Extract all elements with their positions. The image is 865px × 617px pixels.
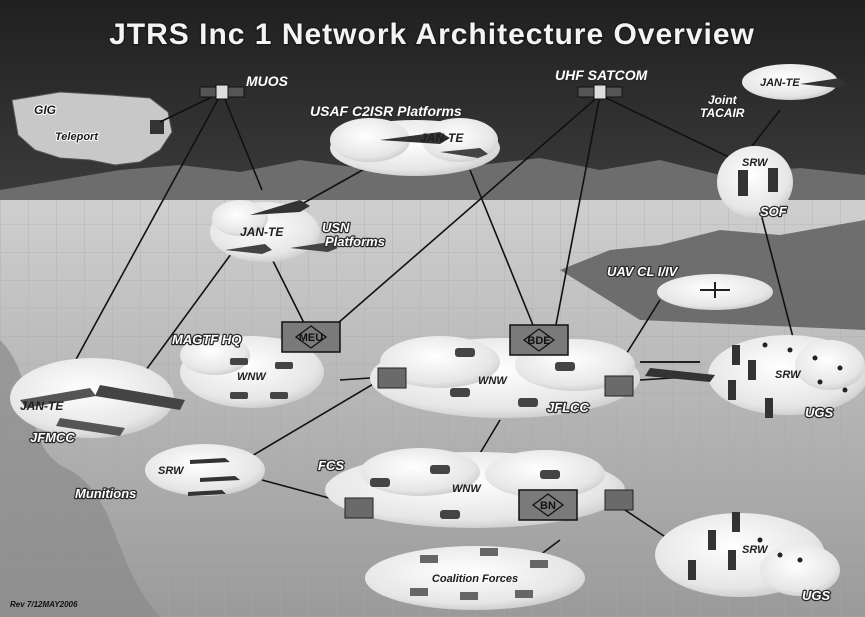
joint-tacair-label-line1: Joint	[708, 93, 738, 107]
munitions-srw-label: SRW	[158, 465, 185, 477]
ugs-upper-label: UGS	[805, 405, 834, 420]
munition-icons	[188, 458, 240, 496]
jfmcc-label: JFMCC	[30, 430, 75, 445]
jflcc-label: JFLCC	[547, 400, 590, 415]
ugs-lower-srw-label: SRW	[742, 544, 769, 556]
joint-tacair-label-line2: TACAIR	[700, 106, 745, 120]
meu-node: MEU	[281, 321, 341, 353]
cloud-munitions	[145, 444, 265, 496]
revision-label: Rev 7/12MAY2006	[10, 600, 78, 609]
cloud-usn-platforms	[210, 200, 320, 262]
magtf-hq-label: MAGTF HQ	[172, 332, 241, 347]
jfmcc-jan-te-label: JAN-TE	[20, 399, 64, 413]
teleport-label: Teleport	[55, 131, 99, 143]
ugs-sensor-icons	[757, 342, 848, 563]
ship-icon	[20, 385, 185, 436]
uav-icon	[700, 282, 730, 298]
coalition-vehicle-icons	[410, 548, 548, 600]
soldier-icons	[688, 168, 778, 580]
usn-platforms-label-line1: USN	[322, 220, 350, 235]
bde-node: BDE	[509, 324, 569, 356]
ugs-upper-srw-label: SRW	[775, 369, 802, 381]
muos-satellite-icon	[199, 84, 245, 100]
cloud-ugs-upper	[708, 335, 865, 415]
cloud-jfmcc	[10, 358, 174, 438]
uhf-satcom-satellite-icon	[577, 84, 623, 100]
sof-label: SOF	[760, 204, 788, 219]
fcs-label: FCS	[318, 458, 344, 473]
page-title: JTRS Inc 1 Network Architecture Overview	[109, 18, 755, 51]
gateway-box-icon	[344, 367, 634, 519]
gig-label: GIG	[34, 103, 56, 117]
jflcc-wnw-label: WNW	[478, 375, 508, 387]
aircraft-icon	[225, 78, 846, 254]
usn-platforms-label-line2: Platforms	[325, 234, 385, 249]
bn-node: BN	[518, 489, 578, 521]
usaf-c2isr-label: USAF C2ISR Platforms	[310, 103, 462, 119]
cloud-joint-tacair	[742, 64, 838, 100]
ugs-lower-label: UGS	[802, 588, 831, 603]
uav-label: UAV CL I/IV	[607, 264, 679, 279]
magtf-wnw-label: WNW	[237, 371, 267, 383]
cloud-usaf-c2isr	[330, 118, 500, 176]
usaf-jan-te-label: JAN-TE	[420, 131, 464, 145]
cloud-sof	[717, 146, 793, 218]
meu-label: MEU	[299, 332, 324, 344]
bn-label: BN	[540, 500, 556, 512]
network-links	[61, 91, 796, 571]
coastline-water	[0, 340, 160, 617]
usn-jan-te-label: JAN-TE	[240, 225, 284, 239]
coalition-forces-label: Coalition Forces	[432, 573, 518, 585]
sof-srw-label: SRW	[742, 157, 769, 169]
us-map-graphic	[11, 91, 173, 166]
uhf-satcom-label: UHF SATCOM	[555, 67, 648, 83]
vehicle-icons	[230, 348, 575, 519]
fcs-wnw-label: WNW	[452, 483, 482, 495]
munitions-label: Munitions	[75, 486, 136, 501]
joint-tacair-jan-te-label: JAN-TE	[760, 77, 800, 89]
muos-label: MUOS	[246, 73, 289, 89]
teleport-dish-icon	[150, 120, 164, 134]
helicopter-icon	[640, 361, 715, 382]
bde-label: BDE	[527, 335, 550, 347]
